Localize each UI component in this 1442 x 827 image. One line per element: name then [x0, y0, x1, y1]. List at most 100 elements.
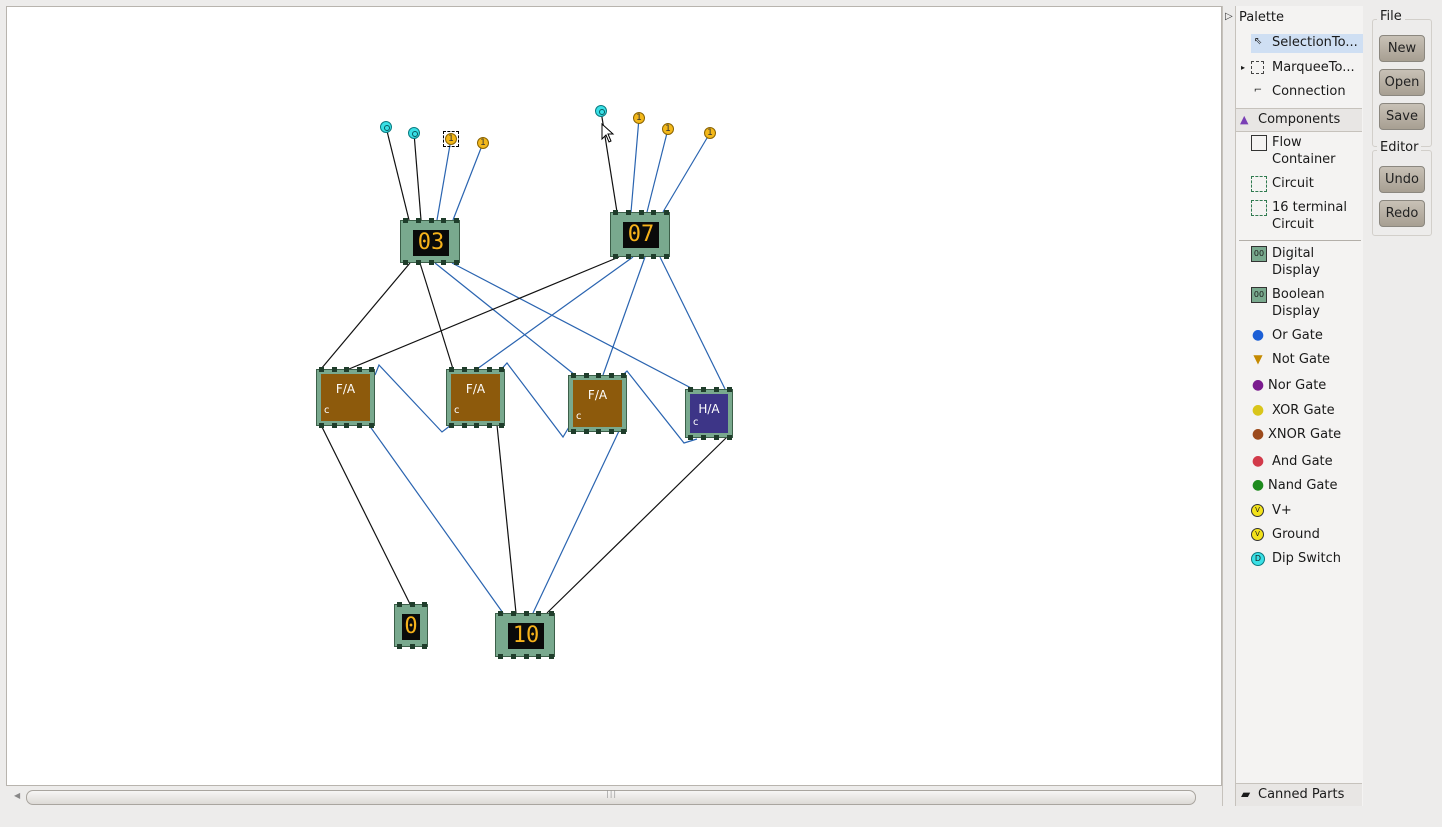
chip-pin[interactable]: [701, 387, 706, 392]
chip-pin[interactable]: [639, 254, 644, 259]
chip-pin[interactable]: [613, 210, 618, 215]
digital-display-sum[interactable]: 10: [495, 611, 555, 659]
chip-pin[interactable]: [536, 654, 541, 659]
chip-pin[interactable]: [441, 218, 446, 223]
tool-marquee[interactable]: ▸ MarqueeTo...: [1241, 60, 1355, 75]
chip-pin[interactable]: [651, 254, 656, 259]
scroll-left-icon[interactable]: ◀: [14, 791, 21, 800]
chip-pin[interactable]: [584, 429, 589, 434]
wire[interactable]: [662, 132, 711, 213]
part-nor-gate[interactable]: ●Nor Gate: [1251, 377, 1327, 393]
horizontal-scrollbar[interactable]: ◀ |||: [6, 786, 1222, 806]
chip-pin[interactable]: [499, 423, 504, 428]
wire[interactable]: [496, 424, 517, 614]
wire[interactable]: [452, 142, 484, 221]
vplus-terminal-a4[interactable]: 1: [477, 137, 489, 149]
wire[interactable]: [419, 262, 454, 370]
wire[interactable]: [413, 132, 422, 221]
dip-switch-a2[interactable]: [408, 127, 420, 139]
chip-pin[interactable]: [701, 435, 706, 440]
chip-pin[interactable]: [498, 654, 503, 659]
vplus-terminal-b4[interactable]: 1: [704, 127, 716, 139]
chip-pin[interactable]: [596, 429, 601, 434]
chip-pin[interactable]: [403, 260, 408, 265]
chip-pin[interactable]: [416, 218, 421, 223]
chip-pin[interactable]: [410, 644, 415, 649]
redo-button[interactable]: Redo: [1379, 200, 1425, 227]
chip-pin[interactable]: [357, 423, 362, 428]
part-circuit[interactable]: Circuit: [1251, 175, 1363, 194]
wire[interactable]: [436, 138, 452, 221]
chip-pin[interactable]: [416, 260, 421, 265]
chip-pin[interactable]: [397, 602, 402, 607]
digital-display-a[interactable]: 03: [400, 218, 460, 265]
save-button[interactable]: Save: [1379, 103, 1425, 130]
wire[interactable]: [320, 424, 411, 605]
chip-pin[interactable]: [524, 611, 529, 616]
dip-switch-b1[interactable]: [595, 105, 607, 117]
chip-pin[interactable]: [344, 423, 349, 428]
chip-pin[interactable]: [688, 435, 693, 440]
open-button[interactable]: Open: [1379, 69, 1425, 96]
chip-pin[interactable]: [688, 387, 693, 392]
chip-pin[interactable]: [664, 210, 669, 215]
wire[interactable]: [546, 436, 728, 614]
chip-pin[interactable]: [474, 423, 479, 428]
chip-pin[interactable]: [498, 611, 503, 616]
wire[interactable]: [320, 262, 411, 370]
wire[interactable]: [434, 262, 576, 376]
chip-pin[interactable]: [651, 210, 656, 215]
canned-parts-drawer[interactable]: ▰ Canned Parts: [1236, 783, 1362, 806]
chip-pin[interactable]: [474, 367, 479, 372]
tool-connection[interactable]: ⌐Connection: [1251, 83, 1363, 102]
wire[interactable]: [532, 430, 620, 614]
chip-pin[interactable]: [626, 254, 631, 259]
wire[interactable]: [630, 117, 640, 213]
vplus-terminal-b2[interactable]: 1: [633, 112, 645, 124]
chip-pin[interactable]: [454, 260, 459, 265]
wire[interactable]: [385, 126, 410, 221]
chip-pin[interactable]: [609, 429, 614, 434]
vplus-terminal-a3[interactable]: 1: [445, 133, 457, 145]
chip-pin[interactable]: [319, 423, 324, 428]
part-or-gate[interactable]: ●Or Gate: [1251, 327, 1323, 343]
chip-pin[interactable]: [536, 611, 541, 616]
chip-pin[interactable]: [487, 423, 492, 428]
chip-pin[interactable]: [403, 218, 408, 223]
part-and-gate[interactable]: ●And Gate: [1251, 453, 1333, 469]
selection-handle[interactable]: [443, 131, 459, 147]
chip-pin[interactable]: [454, 218, 459, 223]
undo-button[interactable]: Undo: [1379, 166, 1425, 193]
chip-pin[interactable]: [332, 367, 337, 372]
chip-pin[interactable]: [410, 602, 415, 607]
wire[interactable]: [602, 256, 646, 376]
chip-pin[interactable]: [511, 611, 516, 616]
carry-wire[interactable]: [374, 362, 698, 444]
chip-pin[interactable]: [487, 367, 492, 372]
wire[interactable]: [659, 256, 726, 390]
wire[interactable]: [451, 262, 694, 390]
vplus-terminal-b3[interactable]: 1: [662, 123, 674, 135]
chip-pin[interactable]: [524, 654, 529, 659]
chip-pin[interactable]: [571, 429, 576, 434]
digital-display-b[interactable]: 07: [610, 210, 670, 259]
wire[interactable]: [476, 256, 634, 370]
chip-pin[interactable]: [462, 423, 467, 428]
chip-pin[interactable]: [369, 423, 374, 428]
new-button[interactable]: New: [1379, 35, 1425, 62]
chip-pin[interactable]: [609, 373, 614, 378]
chip-pin[interactable]: [357, 367, 362, 372]
part-xnor-gate[interactable]: ●XNOR Gate: [1251, 426, 1342, 442]
wire[interactable]: [348, 256, 620, 370]
wire[interactable]: [368, 424, 504, 614]
chip-pin[interactable]: [621, 373, 626, 378]
chip-pin[interactable]: [584, 373, 589, 378]
chip-pin[interactable]: [621, 429, 626, 434]
